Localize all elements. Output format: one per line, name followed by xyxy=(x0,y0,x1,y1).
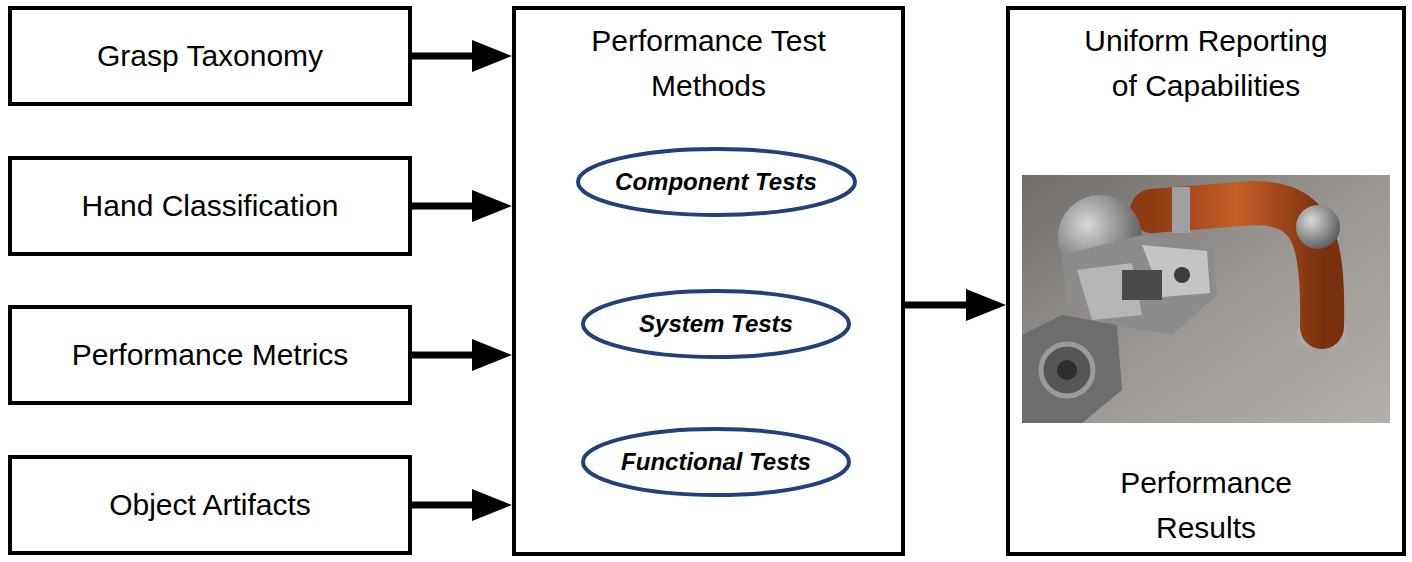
box-label: Performance Metrics xyxy=(72,336,349,374)
test-methods-panel: Performance Test MethodsComponent TestsS… xyxy=(512,6,905,556)
arrow-shaft xyxy=(905,302,968,309)
input-box: Grasp Taxonomy xyxy=(8,6,412,106)
flow-arrow xyxy=(905,289,1006,321)
panel-heading: Performance Test Methods xyxy=(559,18,859,108)
arrow-shaft xyxy=(412,502,474,509)
arrow-head xyxy=(472,339,512,371)
gripper-detail xyxy=(1174,267,1190,283)
box-label: Hand Classification xyxy=(82,187,339,225)
robot-photo xyxy=(1022,175,1390,423)
held-part xyxy=(1041,344,1093,396)
test-label: System Tests xyxy=(639,310,793,338)
arm-joint xyxy=(1296,205,1340,249)
box-label: Grasp Taxonomy xyxy=(97,37,323,75)
held-part xyxy=(1022,315,1122,423)
flow-arrow xyxy=(412,40,512,72)
ellipse-outline xyxy=(583,291,849,357)
arrow-shaft xyxy=(412,352,474,359)
held-part xyxy=(1057,360,1077,380)
arrow-shaft xyxy=(412,203,474,210)
test-label: Component Tests xyxy=(615,168,817,196)
ellipse-outline xyxy=(583,429,849,495)
test-ellipse: Component Tests xyxy=(575,146,858,218)
test-ellipse: Functional Tests xyxy=(580,426,852,498)
test-ellipse: System Tests xyxy=(580,288,852,360)
ellipse-outline xyxy=(578,149,855,215)
results-panel: Uniform Reporting of CapabilitiesPerform… xyxy=(1006,6,1406,556)
arrow-head xyxy=(472,190,512,222)
arrow-shaft xyxy=(412,53,474,60)
panel-heading: Uniform Reporting of Capabilities xyxy=(1069,18,1344,108)
arm-ring xyxy=(1172,187,1190,233)
arrow-head xyxy=(472,40,512,72)
box-label: Object Artifacts xyxy=(109,486,311,524)
arrow-head xyxy=(472,489,512,521)
test-label: Functional Tests xyxy=(621,448,811,476)
input-box: Performance Metrics xyxy=(8,305,412,405)
arm-segment xyxy=(1299,345,1345,423)
input-box: Object Artifacts xyxy=(8,455,412,555)
gripper-detail xyxy=(1122,270,1162,300)
flow-arrow xyxy=(412,190,512,222)
flow-arrow xyxy=(412,339,512,371)
panel-footer: Performance Results xyxy=(1089,460,1324,550)
input-box: Hand Classification xyxy=(8,156,412,256)
flow-arrow xyxy=(412,489,512,521)
arrow-head xyxy=(966,289,1006,321)
